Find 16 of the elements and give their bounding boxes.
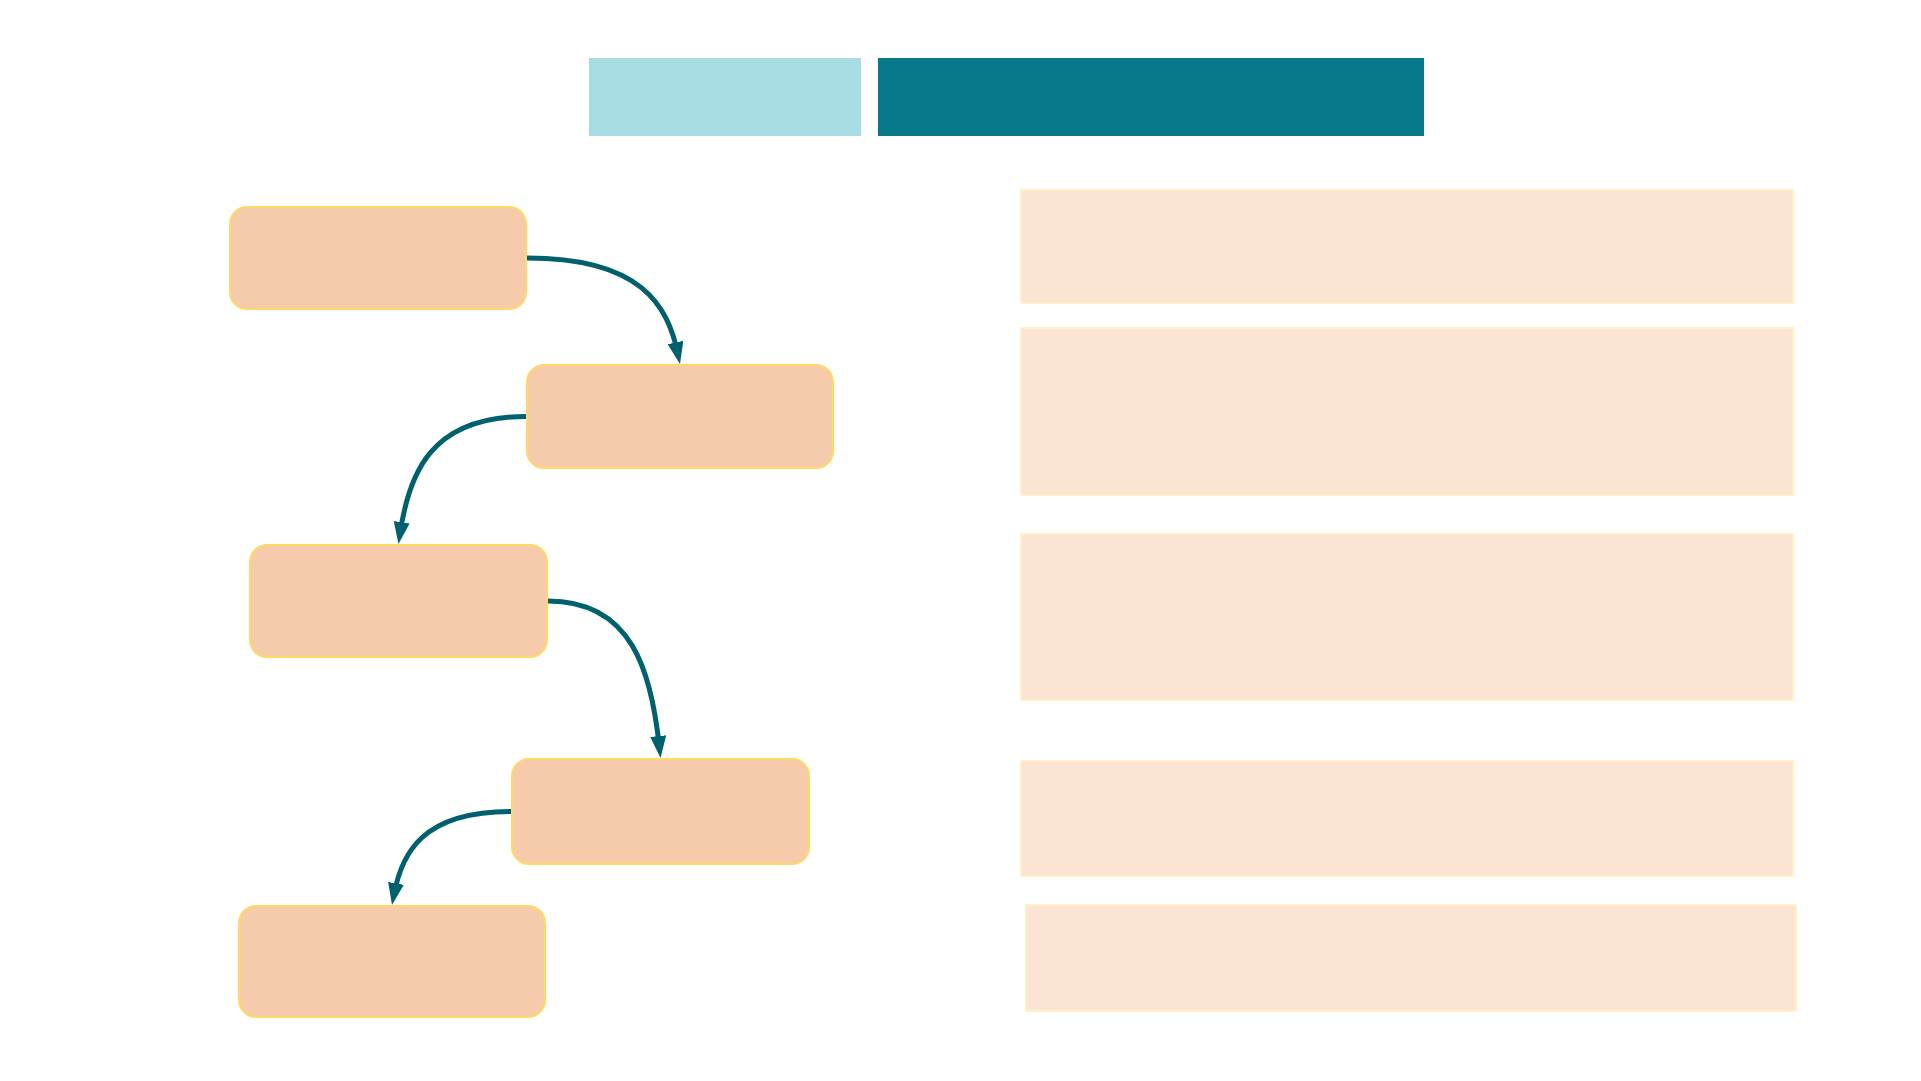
curved-arrow bbox=[526, 255, 683, 364]
content-panel bbox=[1020, 327, 1794, 496]
curved-arrow bbox=[394, 414, 527, 544]
content-panel bbox=[1020, 760, 1794, 877]
process-box bbox=[229, 206, 527, 310]
content-panel bbox=[1025, 904, 1797, 1012]
curved-arrow bbox=[388, 809, 512, 905]
curved-arrow bbox=[547, 598, 666, 758]
content-panel bbox=[1020, 533, 1794, 701]
process-box bbox=[238, 905, 546, 1018]
content-panel bbox=[1020, 189, 1794, 304]
process-box bbox=[511, 758, 810, 865]
header-bar bbox=[878, 58, 1424, 136]
process-box bbox=[249, 544, 548, 658]
process-box bbox=[526, 364, 834, 469]
header-bar bbox=[589, 58, 861, 136]
